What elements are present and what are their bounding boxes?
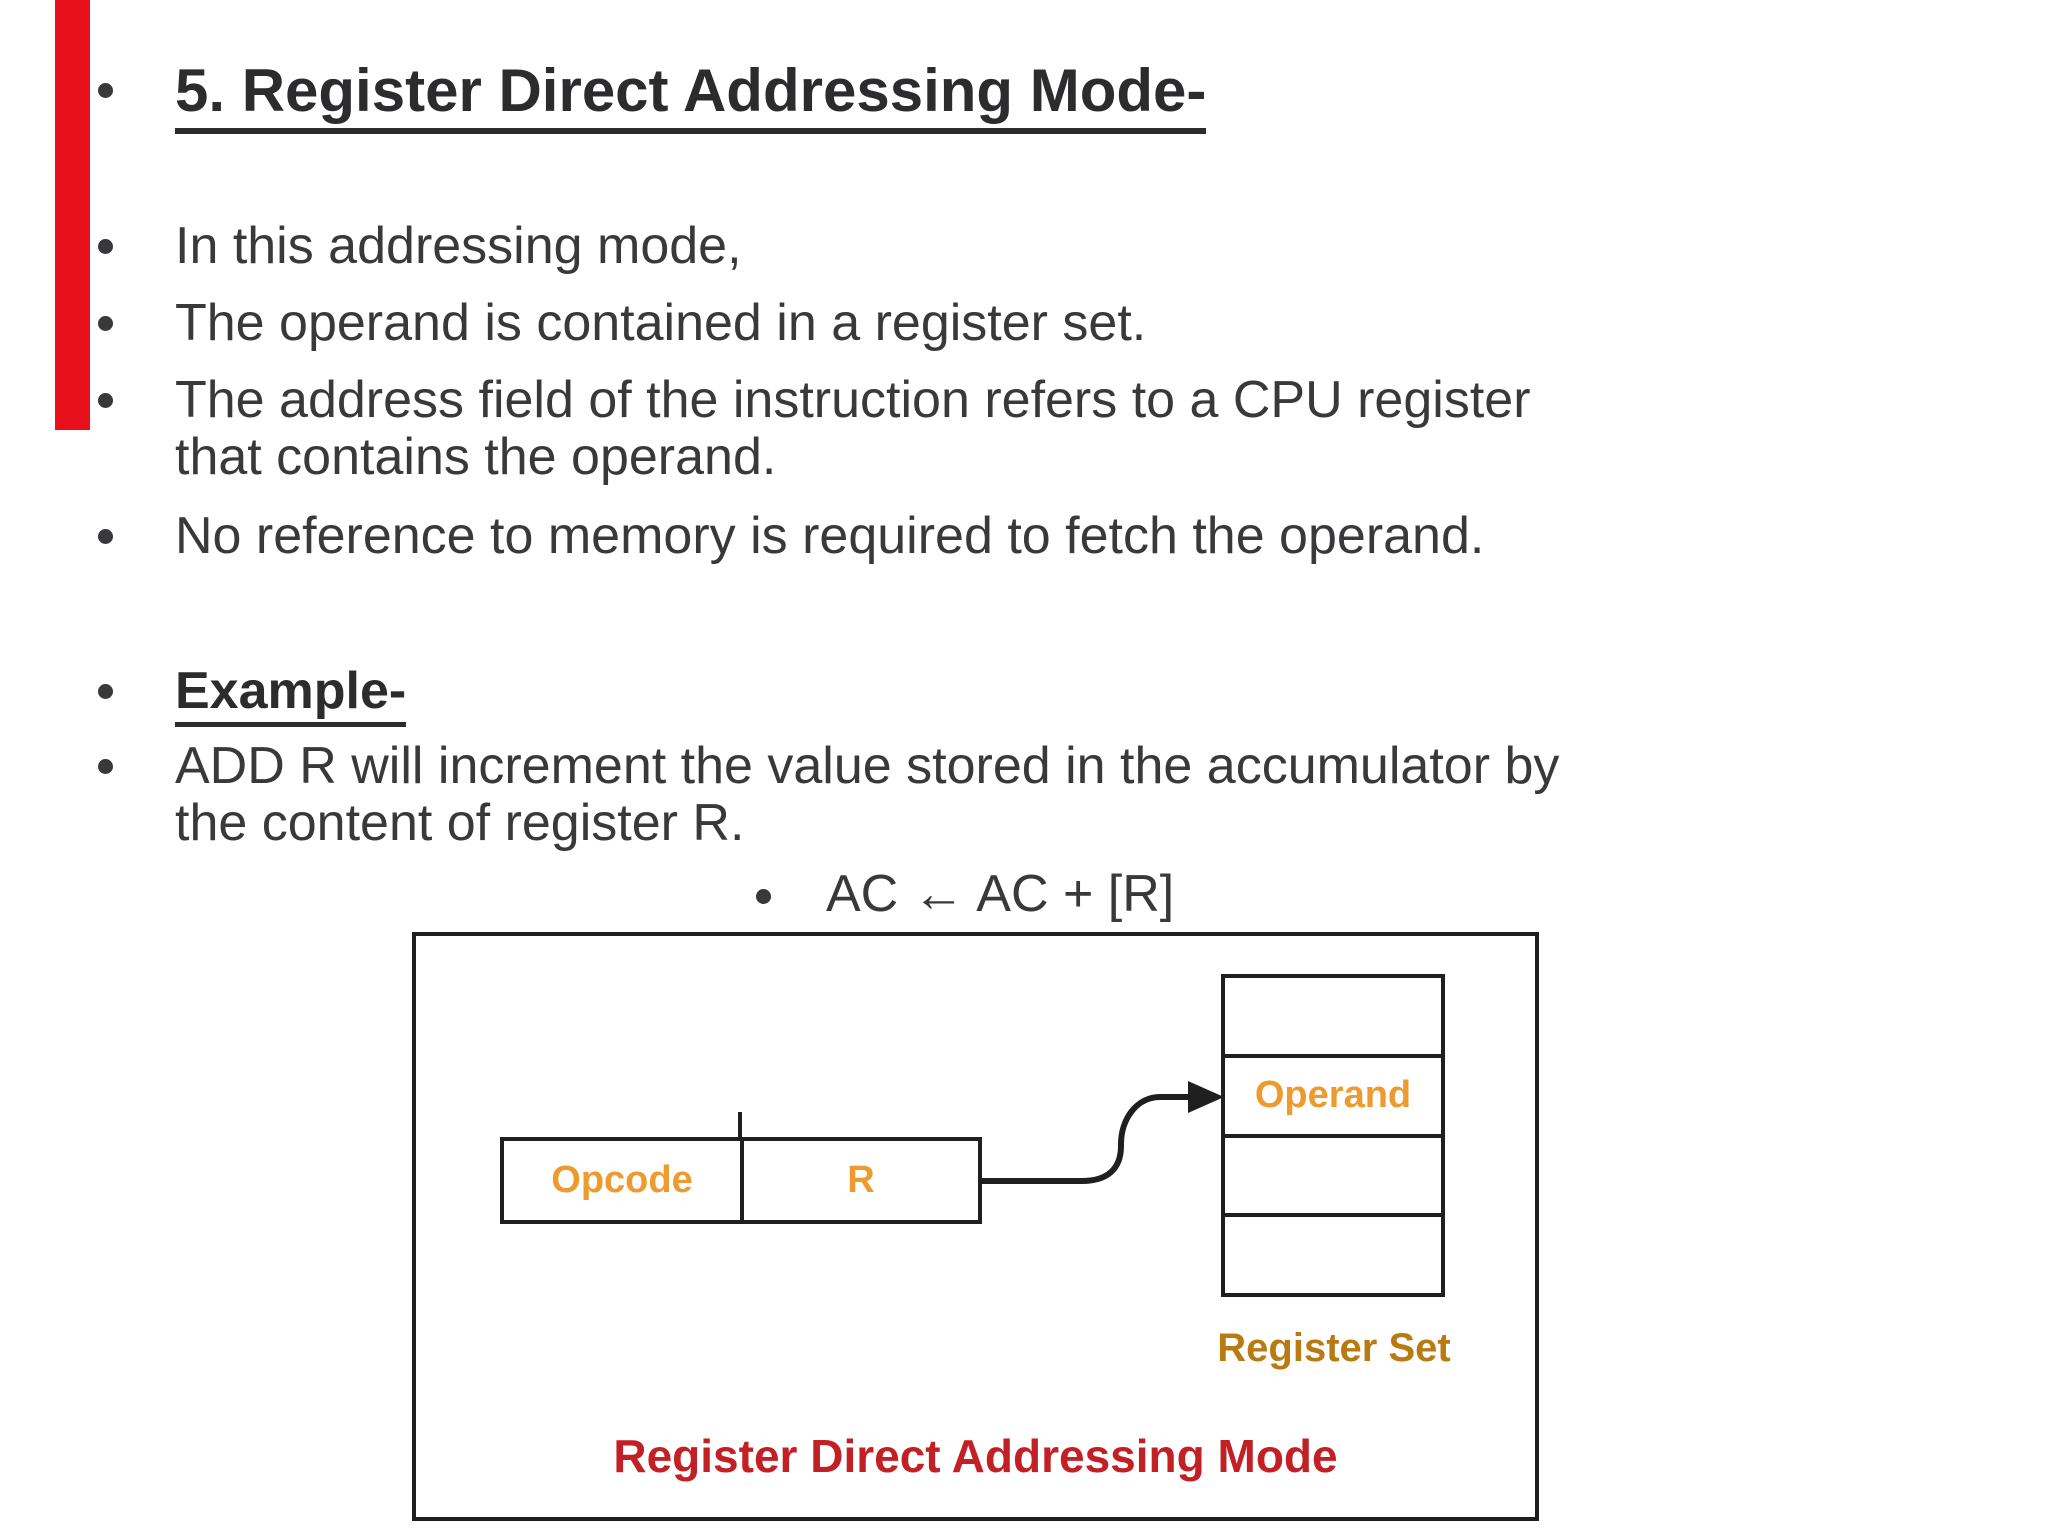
bullet-text: The address field of the instruction ref… — [175, 372, 1531, 486]
example-heading-row: Example- — [98, 662, 407, 727]
bullet-icon — [756, 889, 771, 904]
bullet-text: In this addressing mode, — [175, 218, 742, 275]
divider-tick — [738, 1112, 742, 1137]
bullet-item-4: No reference to memory is required to fe… — [98, 508, 1484, 565]
page-title-text: 5. Register Direct Addressing Mode- — [175, 57, 1207, 134]
bullet-icon — [98, 529, 113, 544]
bullet-line: No reference to memory is required to fe… — [175, 507, 1485, 565]
bullet-icon — [98, 393, 113, 408]
bullet-icon — [98, 239, 113, 254]
formula-row: AC ← AC + [R] — [756, 866, 1174, 923]
example-line: ADD R will increment the value stored in… — [175, 737, 1560, 795]
bullet-item-1: In this addressing mode, — [98, 218, 742, 275]
bullet-item-3: The address field of the instruction ref… — [98, 372, 1531, 486]
example-line: the content of register R. — [175, 794, 745, 852]
opcode-cell: Opcode — [504, 1141, 744, 1220]
example-text: ADD R will increment the value stored in… — [175, 738, 1559, 852]
bullet-line: The address field of the instruction ref… — [175, 371, 1531, 429]
bullet-icon — [98, 316, 113, 331]
instruction-box: Opcode R — [500, 1137, 982, 1224]
arrow-icon — [982, 1081, 1224, 1184]
bullet-text: No reference to memory is required to fe… — [175, 508, 1484, 565]
register-row — [1225, 978, 1441, 1058]
diagram-caption: Register Direct Addressing Mode — [613, 1430, 1338, 1482]
bullet-icon — [98, 83, 113, 98]
bullet-line: The operand is contained in a register s… — [175, 294, 1147, 352]
bullet-line: that contains the operand. — [175, 428, 777, 486]
red-accent-bar — [55, 0, 90, 430]
bullet-text: The operand is contained in a register s… — [175, 295, 1146, 352]
register-set-label: Register Set — [1217, 1326, 1451, 1370]
bullet-line: In this addressing mode, — [175, 217, 742, 275]
register-set-table: Operand — [1221, 974, 1445, 1297]
register-row-operand: Operand — [1225, 1058, 1441, 1138]
formula-text: AC ← AC + [R] — [826, 865, 1175, 923]
bullet-icon — [98, 759, 113, 774]
example-item: ADD R will increment the value stored in… — [98, 738, 1559, 852]
example-heading-text: Example- — [175, 662, 407, 727]
bullet-icon — [98, 684, 113, 699]
bullet-item-2: The operand is contained in a register s… — [98, 295, 1146, 352]
diagram-register-direct-addressing: Opcode R Operand Register Set Register D… — [412, 932, 1539, 1521]
title-row: 5. Register Direct Addressing Mode- — [98, 57, 1207, 134]
example-heading: Example- — [175, 662, 407, 727]
register-row — [1225, 1138, 1441, 1218]
page-title: 5. Register Direct Addressing Mode- — [175, 57, 1207, 134]
register-row — [1225, 1217, 1441, 1293]
register-field-cell: R — [847, 1159, 875, 1201]
